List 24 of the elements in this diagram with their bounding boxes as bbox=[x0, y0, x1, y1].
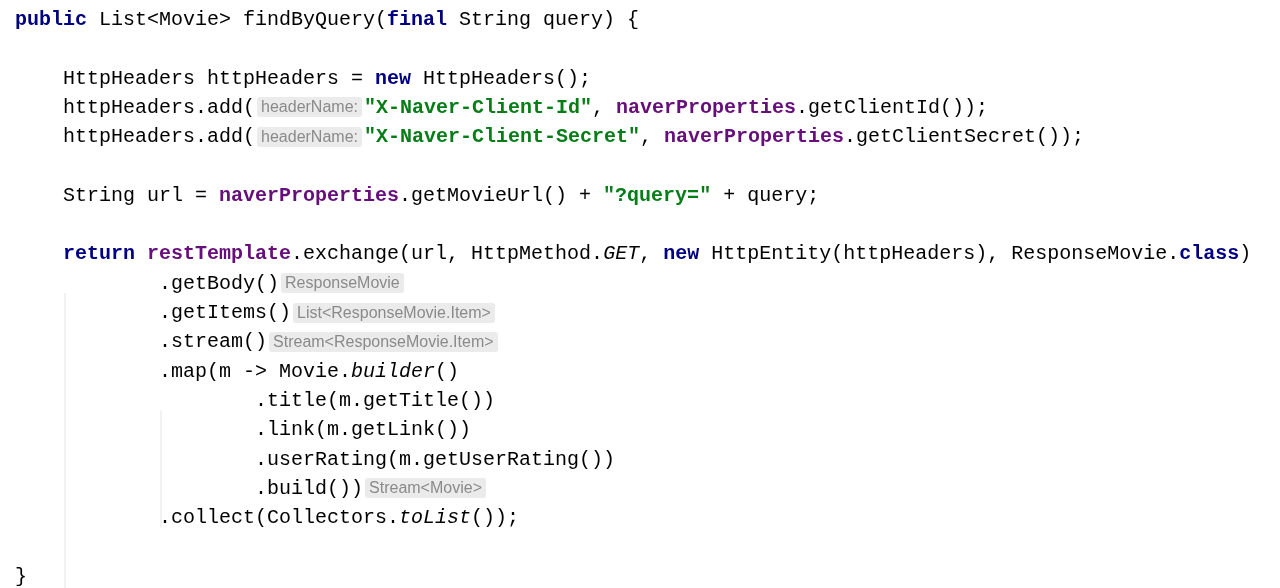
inlay-hint: ResponseMovie bbox=[281, 273, 404, 294]
inlay-hint: Stream<ResponseMovie.Item> bbox=[269, 331, 498, 352]
code-line: "X-Naver-Client-Secret", naverProperties.getClientSecret()); bbox=[364, 125, 1085, 149]
inlay-hint: headerName: bbox=[257, 97, 362, 118]
code-line: httpHeaders.add( bbox=[63, 95, 256, 119]
code-line: public List<Movie> findByQuery(final String query) { bbox=[15, 8, 640, 31]
code-line: .getItems() bbox=[159, 301, 292, 324]
code-line: .link(m.getLink()) bbox=[255, 418, 472, 442]
code-line: .map(m -> Movie.builder() bbox=[159, 359, 460, 383]
code-line: String url = naverProperties.getMovieUrl() + "?query=" + query; bbox=[63, 183, 820, 207]
code-line: httpHeaders.add( bbox=[63, 125, 256, 149]
code-line: } bbox=[15, 564, 27, 588]
inlay-hint: Stream<Movie> bbox=[365, 478, 486, 499]
inlay-hint: List<ResponseMovie.Item> bbox=[293, 302, 495, 323]
code-line: "X-Naver-Client-Id", naverProperties.getClientId()); bbox=[364, 95, 989, 119]
code-line: HttpHeaders httpHeaders = new HttpHeaders(); bbox=[63, 66, 592, 90]
code-line: .userRating(m.getUserRating()) bbox=[255, 447, 616, 471]
code-line: .stream() bbox=[159, 330, 268, 354]
code-line: .getBody() bbox=[159, 271, 280, 295]
code-line: .collect(Collectors.toList()); bbox=[159, 506, 520, 530]
inlay-hint: headerName: bbox=[257, 126, 362, 147]
code-line: .build()) bbox=[255, 476, 364, 500]
code-line: .title(m.getTitle()) bbox=[255, 388, 496, 412]
code-line: return restTemplate.exchange(url, HttpMethod.GET, new HttpEntity(httpHeaders), ResponseMovie.class) bbox=[63, 242, 1252, 266]
